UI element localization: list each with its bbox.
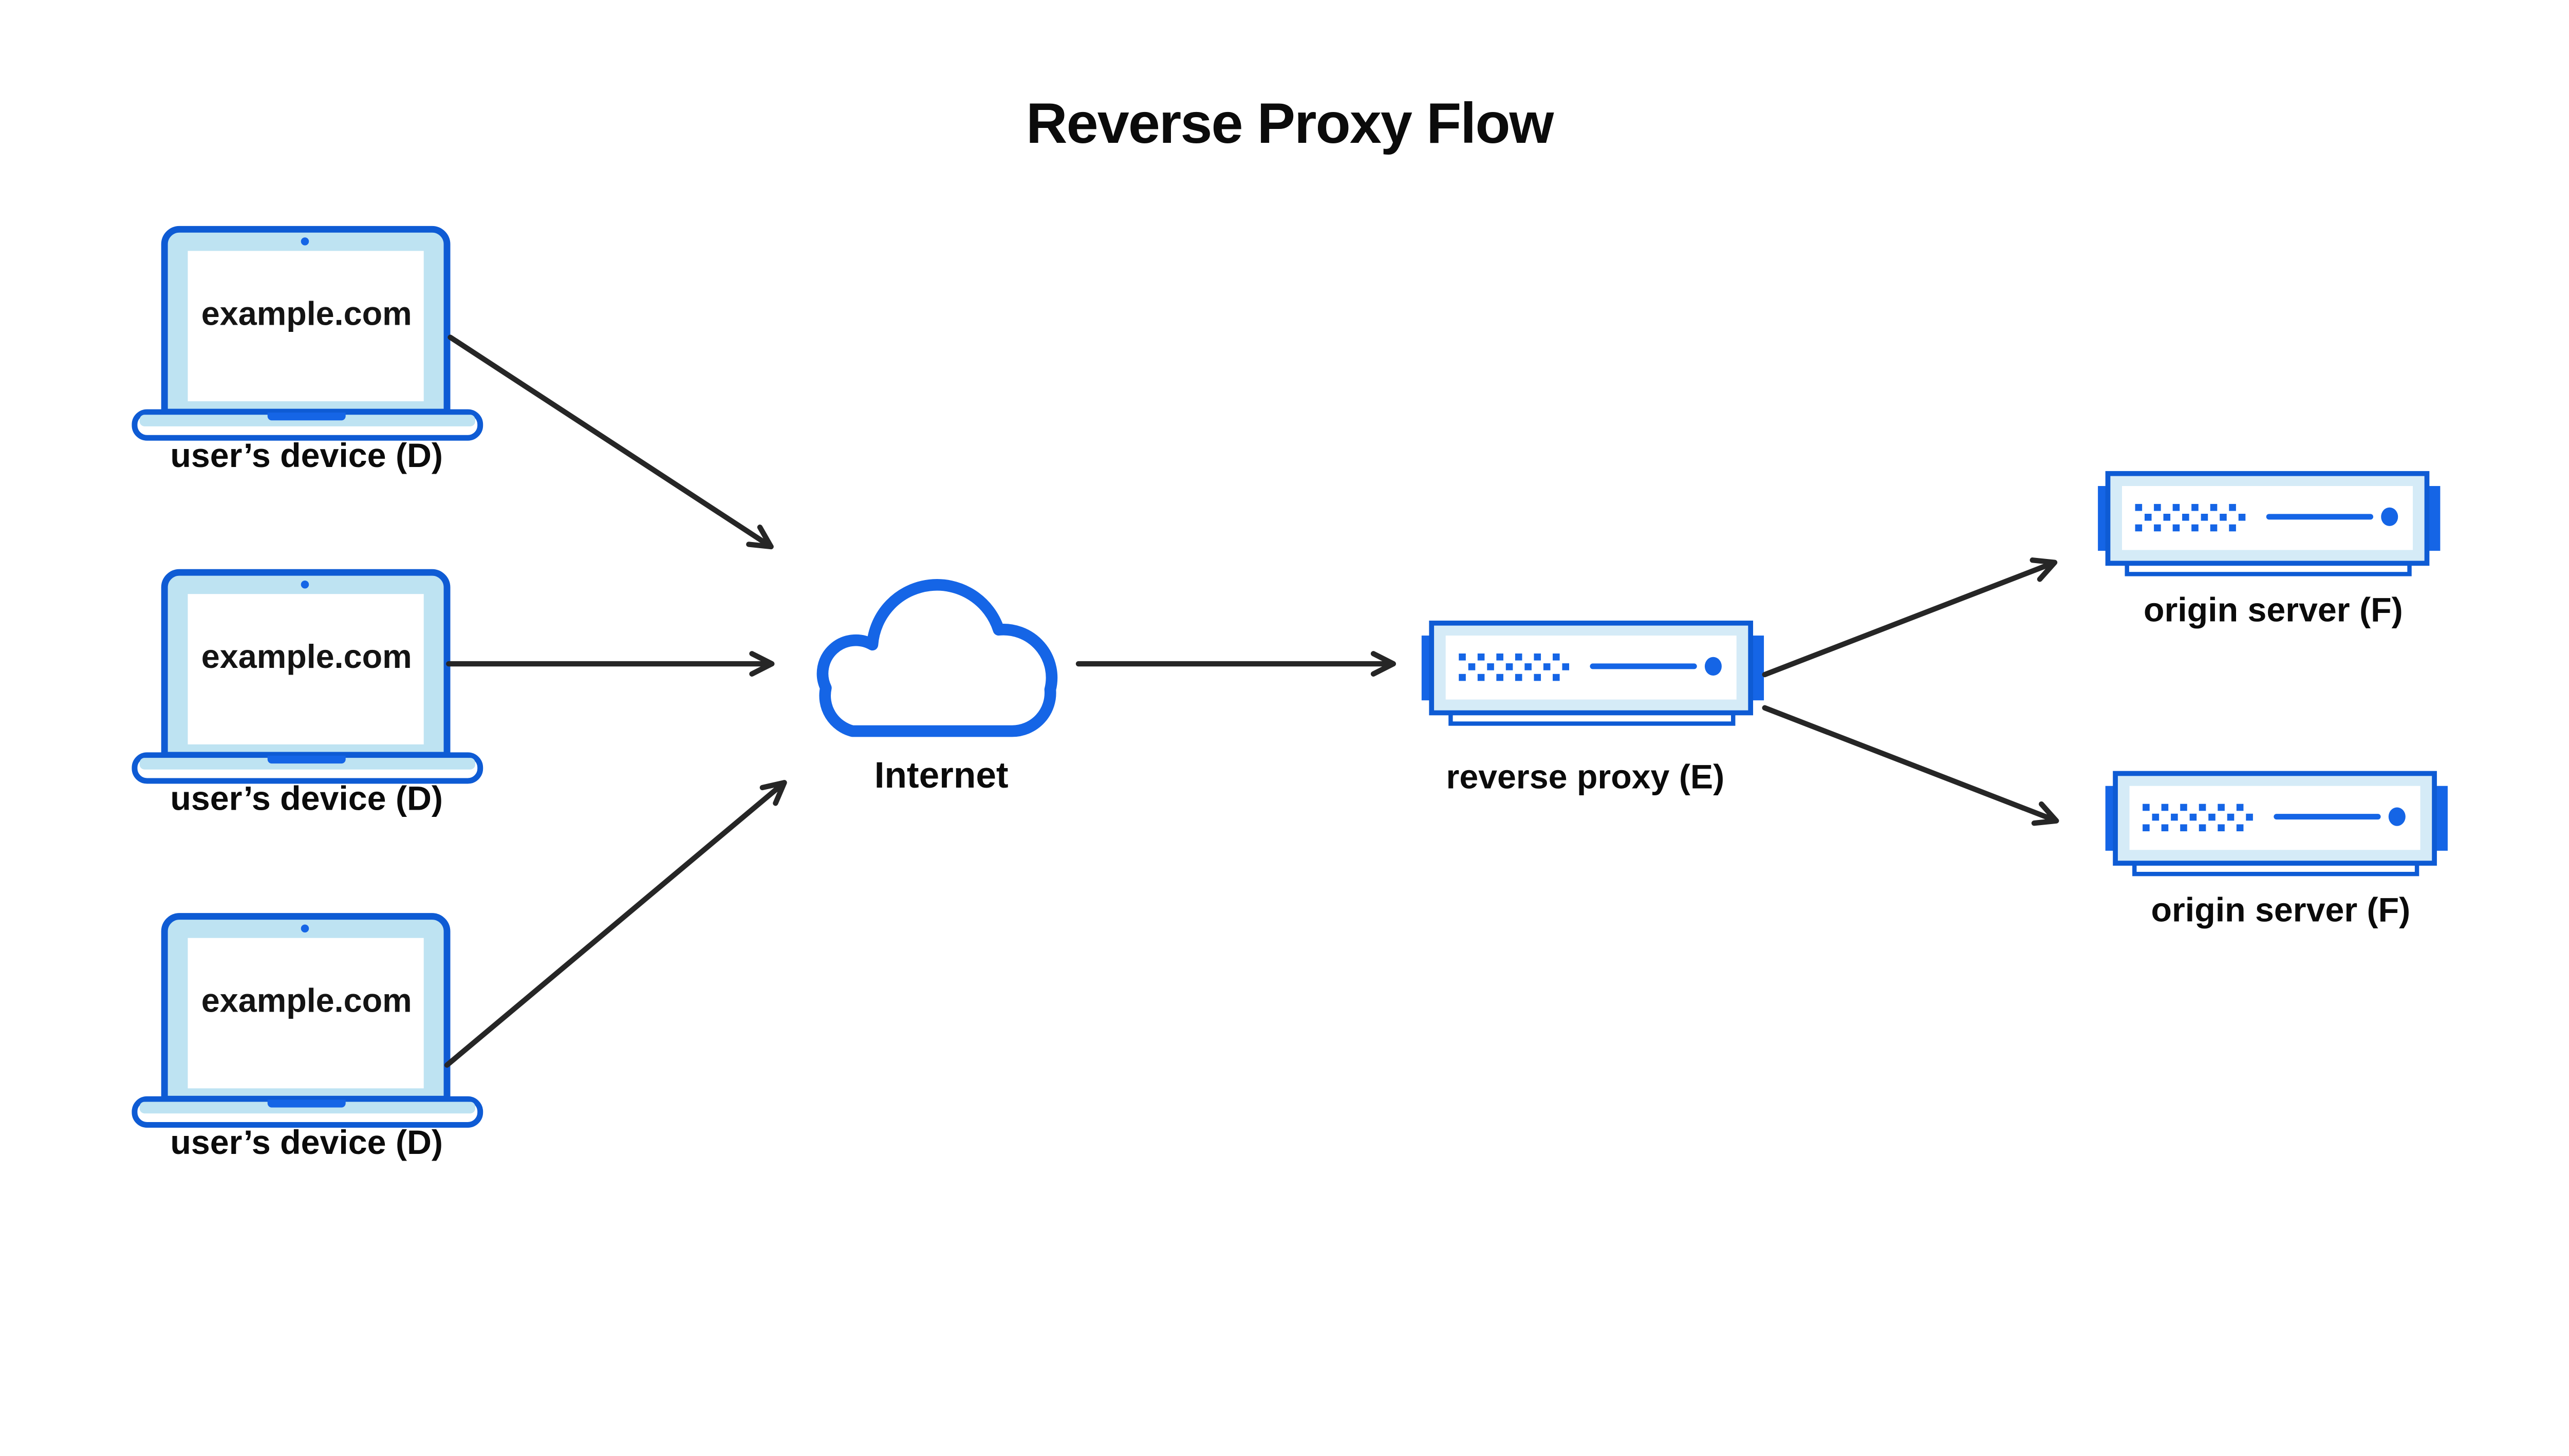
origin-server-label: origin server (F) bbox=[2144, 591, 2403, 629]
arrow-device2-to-internet bbox=[446, 651, 775, 677]
origin-server-2: origin server (F) bbox=[2106, 773, 2448, 929]
diagram-title: Reverse Proxy Flow bbox=[1026, 91, 1554, 155]
device-label: user’s device (D) bbox=[170, 1124, 443, 1162]
device-label: user’s device (D) bbox=[170, 437, 443, 475]
laptop-icon bbox=[135, 229, 480, 438]
device-screen-text: example.com bbox=[201, 638, 412, 675]
device-label: user’s device (D) bbox=[170, 780, 443, 818]
user-device-3: example.com user’s device (D) bbox=[135, 917, 480, 1162]
user-device-2: example.com user’s device (D) bbox=[135, 572, 480, 818]
server-icon bbox=[2106, 773, 2448, 874]
arrow-device3-to-internet bbox=[444, 780, 787, 1068]
device-screen-text: example.com bbox=[201, 294, 412, 332]
user-device-1: example.com user’s device (D) bbox=[135, 229, 480, 475]
internet-label: Internet bbox=[874, 755, 1009, 796]
arrow-proxy-to-origin1 bbox=[1762, 557, 2058, 678]
origin-server-label: origin server (F) bbox=[2151, 891, 2411, 929]
internet-node: Internet bbox=[816, 579, 1058, 796]
server-icon bbox=[2098, 474, 2440, 574]
laptop-icon bbox=[135, 917, 480, 1125]
arrow-internet-to-proxy bbox=[1075, 651, 1397, 677]
cloud-icon bbox=[816, 579, 1058, 737]
device-screen-text: example.com bbox=[201, 982, 412, 1019]
diagram-canvas: Reverse Proxy Flow example.com user’s de… bbox=[131, 91, 2451, 1162]
reverse-proxy-flow-diagram: Reverse Proxy Flow example.com user’s de… bbox=[131, 91, 2451, 1162]
reverse-proxy-label: reverse proxy (E) bbox=[1446, 758, 1725, 796]
server-icon bbox=[1422, 623, 1764, 724]
arrow-device1-to-internet bbox=[448, 334, 774, 550]
reverse-proxy-node: reverse proxy (E) bbox=[1422, 623, 1764, 796]
arrow-proxy-to-origin2 bbox=[1762, 705, 2059, 826]
laptop-icon bbox=[135, 572, 480, 781]
origin-server-1: origin server (F) bbox=[2098, 474, 2440, 629]
